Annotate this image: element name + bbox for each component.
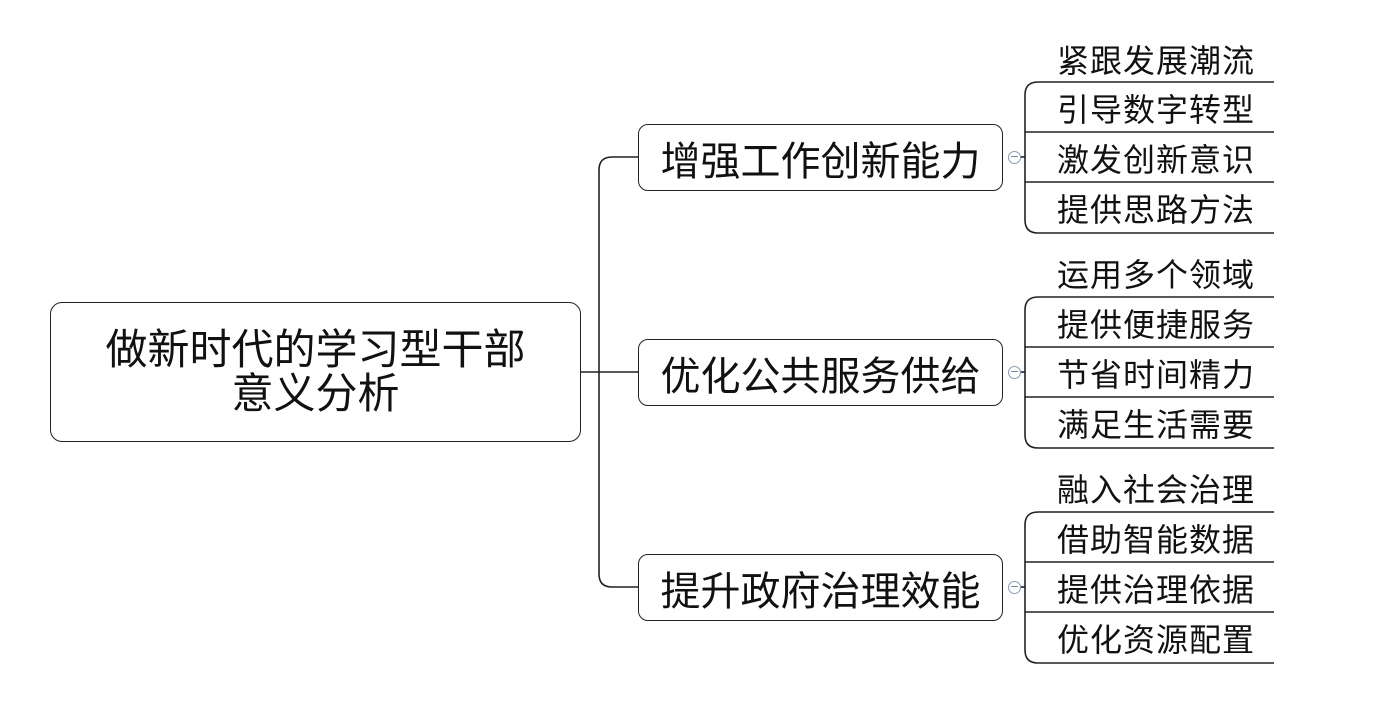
subtopic-2-1[interactable]: 运用多个领域 [1057,256,1256,294]
root-topic-line-1: 做新时代的学习型干部 [105,325,526,374]
subtopic-2-2[interactable]: 提供便捷服务 [1057,306,1256,344]
collapse-toggle-icon[interactable]: − [1008,365,1021,379]
subtopic-3-3[interactable]: 提供治理依据 [1057,571,1256,609]
subtopic-3-2[interactable]: 借助智能数据 [1057,521,1256,559]
subtopic-2-3[interactable]: 节省时间精力 [1057,356,1256,394]
branch-topic-label: 增强工作创新能力 [660,138,981,185]
subtopic-1-2[interactable]: 引导数字转型 [1057,91,1256,129]
branch-topic-public-service[interactable]: 优化公共服务供给 [638,339,1003,406]
root-topic[interactable]: 做新时代的学习型干部 意义分析 [50,302,581,442]
branch-topic-governance[interactable]: 提升政府治理效能 [638,554,1003,621]
collapse-toggle-icon[interactable]: − [1008,580,1021,594]
branch-topic-innovation[interactable]: 增强工作创新能力 [638,124,1003,191]
subtopic-3-4[interactable]: 优化资源配置 [1057,621,1256,659]
subtopic-1-3[interactable]: 激发创新意识 [1057,141,1256,179]
branch-topic-label: 优化公共服务供给 [660,353,981,400]
collapse-toggle-icon[interactable]: − [1008,150,1021,164]
branch-topic-label: 提升政府治理效能 [660,568,981,615]
subtopic-1-1[interactable]: 紧跟发展潮流 [1057,42,1256,80]
subtopic-3-1[interactable]: 融入社会治理 [1057,471,1256,509]
subtopic-2-4[interactable]: 满足生活需要 [1057,406,1256,444]
subtopic-1-4[interactable]: 提供思路方法 [1057,191,1256,229]
root-topic-line-2: 意义分析 [231,369,400,418]
